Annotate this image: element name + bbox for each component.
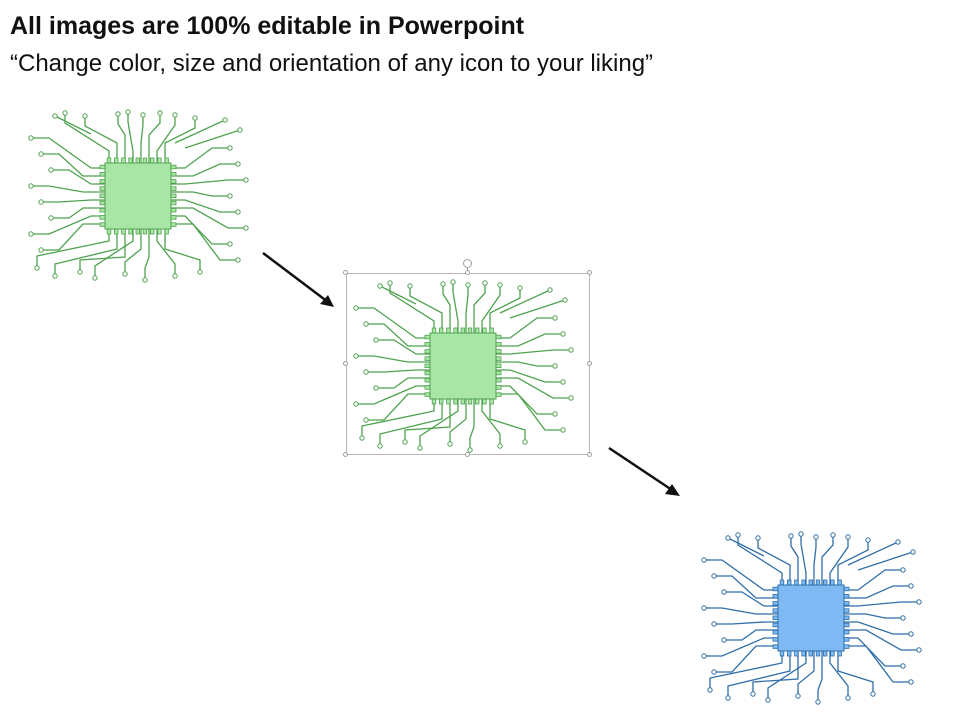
slide-title: All images are 100% editable in Powerpoi… xyxy=(10,12,525,40)
circuit-chip-icon[interactable] xyxy=(698,530,928,710)
slide-subtitle: “Change color, size and orientation of a… xyxy=(10,50,654,77)
resize-handle-right[interactable] xyxy=(587,361,592,366)
resize-handle-top-right[interactable] xyxy=(587,270,592,275)
resize-handle-bottom-right[interactable] xyxy=(587,452,592,457)
rotate-handle[interactable] xyxy=(463,259,472,268)
circuit-chip-icon[interactable] xyxy=(350,278,580,458)
resize-handle-left[interactable] xyxy=(343,361,348,366)
resize-handle-top[interactable] xyxy=(465,270,470,275)
arrow-right-down-icon xyxy=(262,252,334,307)
circuit-chip-icon[interactable] xyxy=(25,108,255,288)
resize-handle-bottom[interactable] xyxy=(465,452,470,457)
resize-handle-bottom-left[interactable] xyxy=(343,452,348,457)
resize-handle-top-left[interactable] xyxy=(343,270,348,275)
arrow-right-down-icon xyxy=(608,446,680,496)
